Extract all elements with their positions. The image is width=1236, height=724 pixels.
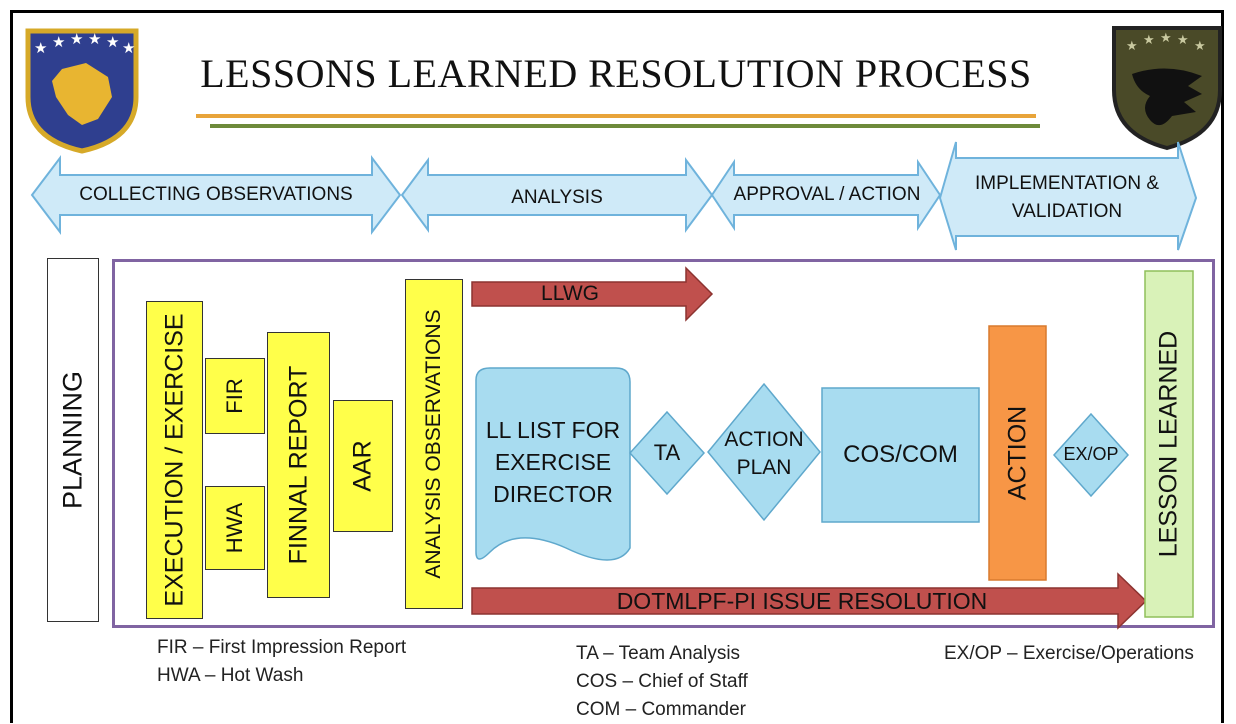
svg-text:★: ★ [70, 30, 83, 48]
hwa-box: HWA [205, 486, 265, 570]
phase-label-validation: VALIDATION [1011, 201, 1123, 222]
svg-text:★: ★ [122, 39, 135, 57]
legend-com: COM – Commander [576, 699, 746, 720]
legend-middle: TA – Team Analysis COS – Chief of Staff … [576, 640, 748, 724]
planning-box: PLANNING [47, 258, 99, 622]
ll-list-label: LL LIST FOR EXERCISE DIRECTOR [476, 414, 630, 510]
action-label-wrap: ACTION [989, 326, 1046, 580]
legend-left: FIR – First Impression Report HWA – Hot … [157, 634, 406, 690]
legend-right: EX/OP – Exercise/Operations [944, 640, 1194, 668]
svg-text:★: ★ [34, 39, 47, 57]
legend-ex-op: EX/OP – Exercise/Operations [944, 643, 1194, 664]
phase-label-collecting: COLLECTING OBSERVATIONS [79, 184, 353, 205]
ll-list-line-1: LL LIST FOR [485, 417, 621, 443]
title-rule-orange [196, 114, 1036, 118]
svg-text:★: ★ [1143, 33, 1155, 48]
ll-list-line-2: EXERCISE [494, 449, 612, 475]
title-rule-green [210, 124, 1040, 128]
svg-text:★: ★ [52, 33, 65, 51]
phase-arrow-collecting [30, 155, 402, 235]
svg-text:★: ★ [1126, 39, 1138, 54]
ll-list-scroll [475, 367, 631, 561]
svg-text:★: ★ [1194, 39, 1206, 54]
legend-fir: FIR – First Impression Report [157, 637, 407, 658]
analysis-observations-box: ANALYSIS OBSERVATIONS [405, 279, 463, 609]
aar-box: AAR [333, 400, 393, 532]
action-box [988, 325, 1047, 581]
ex-op-label: EX/OP [1063, 444, 1119, 464]
action-plan-line-1: ACTION [724, 428, 804, 451]
ksf-emblem-icon: ★ ★ ★ ★ ★ [1112, 26, 1222, 151]
legend-hwa: HWA – Hot Wash [157, 665, 304, 686]
action-label: ACTION [1003, 405, 1031, 501]
ta-label: TA [653, 440, 681, 465]
svg-text:★: ★ [106, 33, 119, 51]
phase-label-analysis: ANALYSIS [511, 187, 603, 208]
svg-text:★: ★ [1177, 33, 1189, 48]
cos-com-label: COS/COM [843, 441, 958, 468]
ex-op-diamond [1052, 412, 1130, 498]
lesson-learned-label-wrap: LESSON LEARNED [1145, 271, 1193, 617]
lesson-learned-box [1144, 270, 1194, 618]
phase-label-approval: APPROVAL / ACTION [733, 184, 921, 205]
action-plan-line-2: PLAN [736, 456, 792, 479]
phase-arrows [30, 141, 1198, 251]
phase-arrow-implementation [938, 141, 1198, 251]
legend-ta: TA – Team Analysis [576, 643, 741, 664]
final-report-box: FINNAL REPORT [267, 332, 330, 598]
outer-frame [10, 10, 1224, 723]
cos-com-box [821, 387, 980, 523]
legend-cos: COS – Chief of Staff [576, 671, 748, 692]
ll-list-line-3: DIRECTOR [493, 481, 613, 507]
page-title: LESSONS LEARNED RESOLUTION PROCESS [200, 51, 1032, 96]
kosovo-emblem-icon: ★★★ ★★★ [25, 28, 139, 154]
fir-box: FIR [205, 358, 265, 434]
llwg-arrow [471, 266, 714, 322]
dotmlpf-arrow [471, 572, 1148, 630]
phase-label-implementation: IMPLEMENTATION & [974, 173, 1160, 194]
llwg-label: LLWG [541, 282, 599, 305]
lesson-learned-label: LESSON LEARNED [1154, 330, 1183, 558]
ta-diamond [628, 410, 706, 496]
process-container [112, 259, 1215, 628]
svg-text:★: ★ [88, 30, 101, 48]
svg-text:★: ★ [1160, 31, 1172, 46]
execution-box: EXECUTION / EXERCISE [146, 301, 203, 619]
dotmlpf-label: DOTMLPF-PI ISSUE RESOLUTION [616, 588, 988, 614]
action-plan-diamond [707, 382, 821, 522]
action-plan-label: ACTION PLAN [714, 426, 814, 482]
